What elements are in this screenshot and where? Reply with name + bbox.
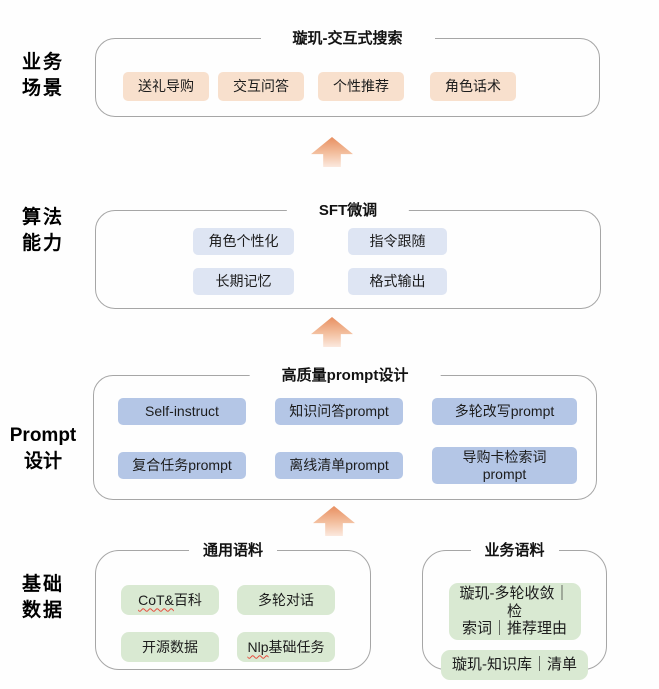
algorithm-capability-box-title: SFT微调	[286, 200, 410, 222]
tag-role-script: 角色话术	[430, 72, 516, 101]
prompt-design-tags: Self-instruct 知识问答prompt 多轮改写prompt 复合任务…	[94, 376, 596, 485]
algorithm-capability-tags: 角色个性化 指令跟随 长期记忆 格式输出	[96, 211, 600, 295]
tag-role-personalization: 角色个性化	[193, 228, 294, 255]
misspelled-text: CoT&	[138, 591, 174, 608]
up-arrow-icon	[313, 506, 355, 536]
tag-gift-shopping-guide: 送礼导购	[123, 72, 209, 101]
tag-self-instruct: Self-instruct	[118, 398, 246, 425]
tag-offline-list-prompt: 离线清单prompt	[275, 452, 403, 480]
tag-cot-encyclopedia: CoT&百科	[121, 585, 219, 615]
business-scenarios-box: 璇玑-交互式搜索 送礼导购 交互问答 个性推荐 角色话术	[95, 28, 600, 117]
tag-instruction-following: 指令跟随	[348, 228, 447, 255]
business-scenarios-box-title: 璇玑-交互式搜索	[260, 28, 435, 50]
tag-guide-card-query-prompt: 导购卡检索词 prompt	[432, 447, 577, 485]
tag-long-term-memory: 长期记忆	[193, 268, 294, 295]
tag-label: 开源数据	[142, 638, 198, 655]
tag-multi-turn-dialogue: 多轮对话	[237, 585, 335, 615]
tag-multi-turn-rewrite-prompt: 多轮改写prompt	[432, 398, 577, 425]
prompt-design-box: 高质量prompt设计 Self-instruct 知识问答prompt 多轮改…	[93, 365, 597, 500]
tag-xuanji-multi-turn-convergence: 璇玑-多轮收敛｜检 索词｜推荐理由	[448, 583, 581, 641]
section-label-algorithm-capability: 算法 能力	[21, 207, 64, 254]
business-corpus-box-title: 业务语料	[470, 540, 559, 562]
misspelled-text: Nlp	[247, 638, 269, 655]
tag-personalized-recommendation: 个性推荐	[318, 72, 404, 101]
business-corpus-tags: 璇玑-多轮收敛｜检 索词｜推荐理由 璇玑-知识库｜清单	[423, 551, 606, 681]
up-arrow-icon	[311, 317, 353, 347]
section-label-base-data: 基础 数据	[21, 574, 64, 621]
section-label-business-scenarios: 业务 场景	[21, 52, 64, 99]
business-corpus-box: 业务语料 璇玑-多轮收敛｜检 索词｜推荐理由 璇玑-知识库｜清单	[422, 540, 607, 681]
section-label-prompt-design: Prompt 设计	[9, 425, 77, 472]
tag-open-source-data: 开源数据	[121, 632, 219, 662]
tag-label: 百科	[173, 591, 202, 608]
tag-knowledge-qa-prompt: 知识问答prompt	[275, 398, 403, 425]
general-corpus-box-title: 通用语料	[188, 540, 278, 562]
up-arrow-icon	[311, 137, 353, 167]
tag-interactive-qa: 交互问答	[218, 72, 304, 101]
tag-xuanji-knowledge-base-list: 璇玑-知识库｜清单	[441, 650, 588, 681]
tag-format-output: 格式输出	[348, 268, 447, 295]
prompt-design-box-title: 高质量prompt设计	[249, 365, 441, 387]
tag-label: 多轮对话	[258, 591, 314, 608]
algorithm-capability-box: SFT微调 角色个性化 指令跟随 长期记忆 格式输出	[95, 200, 601, 309]
business-scenarios-tags: 送礼导购 交互问答 个性推荐 角色话术	[96, 39, 599, 101]
tag-composite-task-prompt: 复合任务prompt	[118, 452, 246, 480]
tag-label: 基础任务	[268, 638, 325, 655]
